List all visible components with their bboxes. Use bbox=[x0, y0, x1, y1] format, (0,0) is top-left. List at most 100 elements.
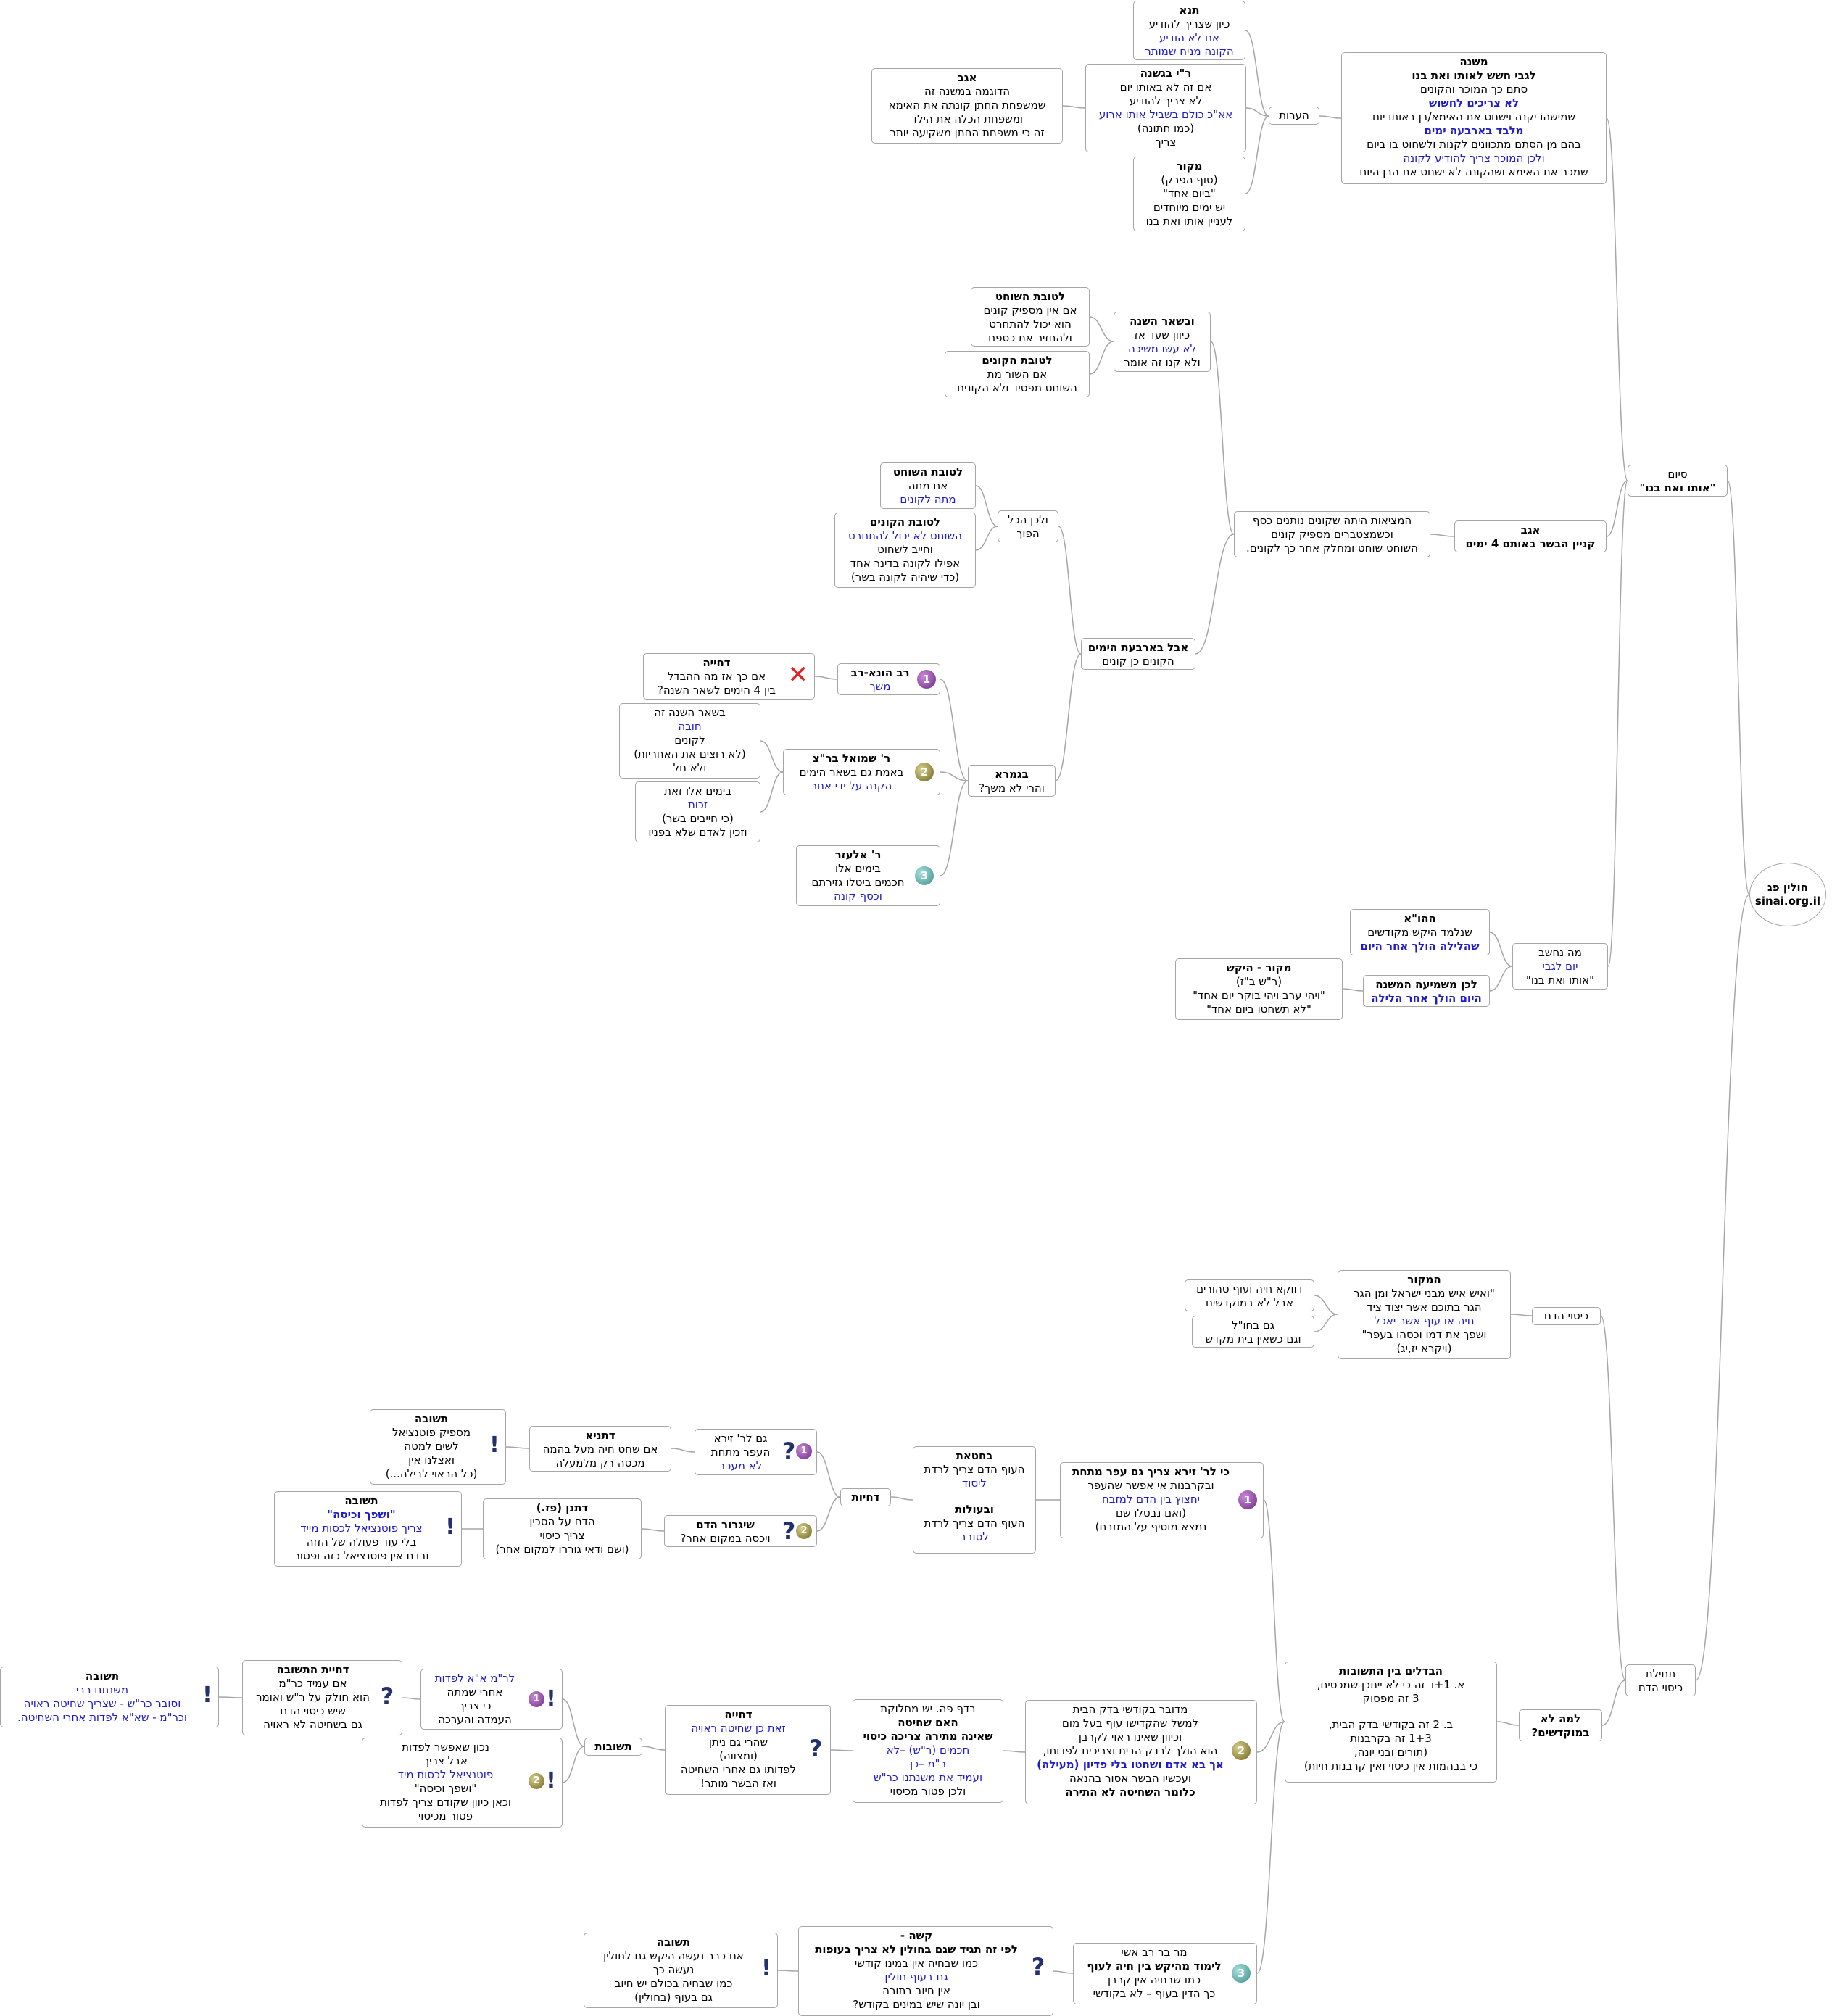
hearot-node[interactable]: הערות bbox=[1269, 107, 1319, 125]
line: לסובב bbox=[960, 1530, 989, 1543]
lama-lo-node[interactable]: למה לא במוקדשים? bbox=[1519, 1709, 1602, 1741]
dchiyot-node[interactable]: דחיות bbox=[840, 1488, 891, 1506]
line: דחייה bbox=[702, 656, 731, 669]
number-1-icon: 1 bbox=[529, 1691, 544, 1707]
line: הוא הולך לבדק הבית וצריכים לפדותו, bbox=[1043, 1744, 1218, 1757]
rav-huna-node[interactable]: 1 רב הונא-רב משך bbox=[837, 663, 940, 695]
tovat-konim1-node[interactable]: לטובת הקונים אם השור מת השוחט מפסיד ולא … bbox=[945, 351, 1090, 397]
makor-hekesh-node[interactable]: מקור - היקש (ר"ש ב"ז) "ויהי ערב ויהי בוק… bbox=[1175, 958, 1343, 1020]
agav2-node[interactable]: אגב קניין הבשר באותם 4 ימים bbox=[1454, 520, 1607, 552]
line: ובן יונה שיש במינים בקודש? bbox=[853, 1998, 980, 2011]
r-zeira-node[interactable]: 1 כי לר' זירא צריך גם עפר מתחת ובקרבנות … bbox=[1060, 1462, 1264, 1538]
ditnan-node[interactable]: דתנן (פז.) הדם על הסכין צריך כיסוי (ושם … bbox=[483, 1498, 642, 1559]
hahava-node[interactable]: ההו"א שנלמד היקש מקודשים שהלילה הולך אחר… bbox=[1350, 909, 1490, 955]
connector-line bbox=[1342, 988, 1364, 992]
line: העפר מתחת bbox=[710, 1445, 771, 1459]
line: לטובת השוחט bbox=[892, 465, 963, 478]
connector-line bbox=[402, 1697, 421, 1700]
root-node[interactable]: חולין פג sinai.org.il bbox=[1749, 863, 1826, 926]
agav1-node[interactable]: אגב הדוגמה במשנה זה שמשפחת החתן קונתה את… bbox=[871, 68, 1063, 144]
medubar-node[interactable]: 2 מדובר בקודשי בדק הבית למשל שהקדישו עוף… bbox=[1025, 1700, 1257, 1804]
line: למה לא bbox=[1540, 1712, 1581, 1725]
line: המקור bbox=[1407, 1273, 1441, 1286]
makor1-node[interactable]: מקור (סוף הפרק) "ביום אחד" יש ימים מיוחד… bbox=[1133, 157, 1245, 231]
metziut-node[interactable]: המציאות היתה שקונים נותנים כסף וכשמצטברי… bbox=[1234, 511, 1430, 557]
rai-node[interactable]: ר"י בגשנה אם זה לא באותו יום לא צריך להו… bbox=[1085, 64, 1246, 152]
ushear-node[interactable]: ובשאר השנה כיוון שעד אז לא עשו משיכה ולא… bbox=[1114, 312, 1211, 372]
shear-shana-node[interactable]: בשאר השנה זה חובה לקונים (לא רוצים את הא… bbox=[619, 703, 760, 779]
line: אם מתה bbox=[908, 479, 948, 492]
lrm-node[interactable]: ! 1 לר"מ א"א לפדות אחרי שמתה כי צריך העמ… bbox=[420, 1669, 563, 1730]
mar-bar-node[interactable]: 3 מר בר רב אשי לימוד מהיקש בין חיה לעוף … bbox=[1073, 1943, 1257, 2004]
line: לגבי חשש לאותו ואת בנו bbox=[1412, 69, 1536, 82]
line: (ויקרא יז,יג) bbox=[1396, 1342, 1452, 1355]
line: והרי לא משך? bbox=[979, 781, 1045, 795]
teshuva2-node[interactable]: ! תשובה "ושפך וכיסה" צריך פוטנציאל לכסות… bbox=[274, 1491, 462, 1567]
kisui-node[interactable]: כיסוי הדם bbox=[1532, 1307, 1601, 1325]
line: אם כבר נעשה היקש גם לחולין bbox=[603, 1949, 744, 1962]
line: בלי עוד פעולה של הזזה bbox=[306, 1535, 417, 1548]
connector-line bbox=[1058, 526, 1082, 655]
kasha-node[interactable]: ? קשה - לפי זה תגיד שגם בחולין לא צריך ב… bbox=[798, 1926, 1053, 2016]
tovat-shochet1-node[interactable]: לטובת השוחט אם אין מספיק קונים הוא יכול … bbox=[971, 287, 1090, 347]
bagemara-node[interactable]: בגמרא והרי לא משך? bbox=[968, 765, 1056, 797]
line: בשאר השנה זה bbox=[654, 706, 726, 719]
exclamation-icon: ! bbox=[761, 1956, 771, 1981]
dchiyat-teshuva-node[interactable]: ? דחיית התשובה אם עמיד כר"מ הוא חולק על … bbox=[242, 1660, 402, 1735]
shigrur-node[interactable]: 2 ? שיגרור הדם ויכסה במקום אחר? bbox=[664, 1515, 817, 1547]
detania-node[interactable]: דתניא אם שחט חיה מעל בהמה מכסה רק מלמעלה bbox=[529, 1426, 671, 1472]
line: תשובה bbox=[85, 1669, 120, 1683]
teshuva4-node[interactable]: ! תשובה אם כבר נעשה היקש גם לחולין נעשה … bbox=[584, 1933, 778, 2008]
bechatat-node[interactable]: בחטאת העוף הדם צריך לרדת ליסוד ובעולות ה… bbox=[913, 1446, 1036, 1554]
connector-line bbox=[975, 526, 998, 551]
dchiya2-node[interactable]: ? דחייה זאת כן שחיטה ראויה שהרי גם ניתן … bbox=[665, 1705, 831, 1795]
tovat-konim2-node[interactable]: לטובת הקונים השוחט לא יכול להתחרט וחייב … bbox=[834, 513, 976, 588]
line: ואז הבשר מותר! bbox=[700, 1777, 777, 1790]
beyamim-node[interactable]: בימים אלו זאת זכות (כי חייבים בשר) וזכין… bbox=[635, 781, 760, 842]
tovat-shochet2-node[interactable]: לטובת השוחט אם מתה מתה לקונים bbox=[880, 462, 976, 509]
teshuvot-node[interactable]: תשובות bbox=[584, 1738, 642, 1756]
gam-zeira-node[interactable]: 1 ? גם לר' זירא העפר מתחת לא מעכב bbox=[695, 1429, 817, 1475]
lachen-node[interactable]: לכן משמיעה המשנה היום הולך אחר הלילה bbox=[1363, 975, 1490, 1007]
dchiya1-node[interactable]: ✕ דחייה אם כך אז מה ההבדל בין 4 הימים לש… bbox=[643, 653, 815, 700]
hevdelim-node[interactable]: הבדלים בין התשובות א. 1+ד זה כי לא ייתכן… bbox=[1285, 1662, 1497, 1783]
davka-node[interactable]: דווקא חיה ועוף טהורים אבל לא במוקדשים bbox=[1185, 1279, 1314, 1311]
line: (כמו חתונה) bbox=[1137, 122, 1195, 135]
connector-line bbox=[1489, 932, 1513, 967]
nachon-node[interactable]: ! 2 נכון שאפשר לפדות אבל צריך פוטנציאל ל… bbox=[362, 1738, 563, 1828]
line: אם השור מת bbox=[987, 368, 1048, 381]
line: לפי זה תגיד שגם בחולין לא צריך בעופות bbox=[815, 1943, 1018, 1956]
siyum-node[interactable]: סיום "אותו ואת בנו" bbox=[1628, 465, 1728, 497]
hamakor-node[interactable]: המקור "ואיש איש מבני ישראל ומן הגר הגר ב… bbox=[1338, 1270, 1511, 1359]
shmuel-node[interactable]: 2 ר' שמואל בר"צ באמת גם בשאר הימים הקנה … bbox=[783, 749, 940, 795]
teshuva1-node[interactable]: ! תשובה מספיק פוטנציאל לשים למטה ואצלנו … bbox=[370, 1409, 506, 1485]
line: מלבד בארבעה ימים bbox=[1424, 124, 1524, 137]
line: מה נחשב bbox=[1538, 946, 1582, 959]
connector-line bbox=[1263, 1499, 1285, 1722]
manechshav-node[interactable]: מה נחשב יום לגבי "אותו ואת בנו" bbox=[1512, 943, 1608, 990]
velachen-node[interactable]: ולכן הכל הפוך bbox=[998, 510, 1058, 542]
tchila-node[interactable]: תחילת כיסוי הדם bbox=[1625, 1664, 1696, 1696]
line: וכר"מ - שא"א לפדות אחרי השחיטה. bbox=[17, 1711, 187, 1724]
root-subtitle: sinai.org.il bbox=[1754, 895, 1821, 908]
gam-bachul-node[interactable]: גם בחו"ל וגם כשאין בית מקדש bbox=[1192, 1316, 1314, 1348]
line: 3 זה מפסוק bbox=[1362, 1692, 1419, 1705]
number-1-icon: 1 bbox=[1238, 1490, 1257, 1509]
aval4-node[interactable]: אבל בארבעת הימים הקונים כן קונים bbox=[1081, 638, 1195, 670]
elazar-node[interactable]: 3 ר' אלעזר בימים אלו חכמים ביטלו גזירתם … bbox=[796, 845, 940, 906]
line: שמכר את האימא ושהקונה לא ישחט את הבן היו… bbox=[1359, 165, 1588, 178]
tana-node[interactable]: תנא כיון שצריך להודיע אם לא הודיע הקונה … bbox=[1133, 1, 1245, 60]
line: דחייה bbox=[724, 1708, 753, 1721]
connector-line bbox=[1055, 653, 1082, 781]
line: "ואיש איש מבני ישראל ומן הגר bbox=[1354, 1287, 1495, 1300]
connector-line bbox=[562, 1698, 585, 1747]
line: מדובר בקודשי בדק הבית bbox=[1072, 1703, 1188, 1716]
mishna-node[interactable]: משנה לגבי חשש לאותו ואת בנו סתם כך המוכר… bbox=[1341, 52, 1607, 184]
line: ולכן הכל bbox=[1008, 513, 1048, 526]
teshuva3-node[interactable]: ! תשובה משנתנו רבי וסובר כר"ש - שצריך שח… bbox=[0, 1667, 219, 1727]
line: חכמים (ר"ש) –לא bbox=[886, 1743, 970, 1756]
line: זאת כן שחיטה ראויה bbox=[691, 1722, 786, 1735]
line: ר' אלעזר bbox=[834, 848, 882, 861]
connector-line bbox=[777, 1970, 799, 1972]
bedaf-node[interactable]: בדף פה. יש מחלוקת האם שחיטה שאינה מתירה … bbox=[853, 1699, 1003, 1803]
